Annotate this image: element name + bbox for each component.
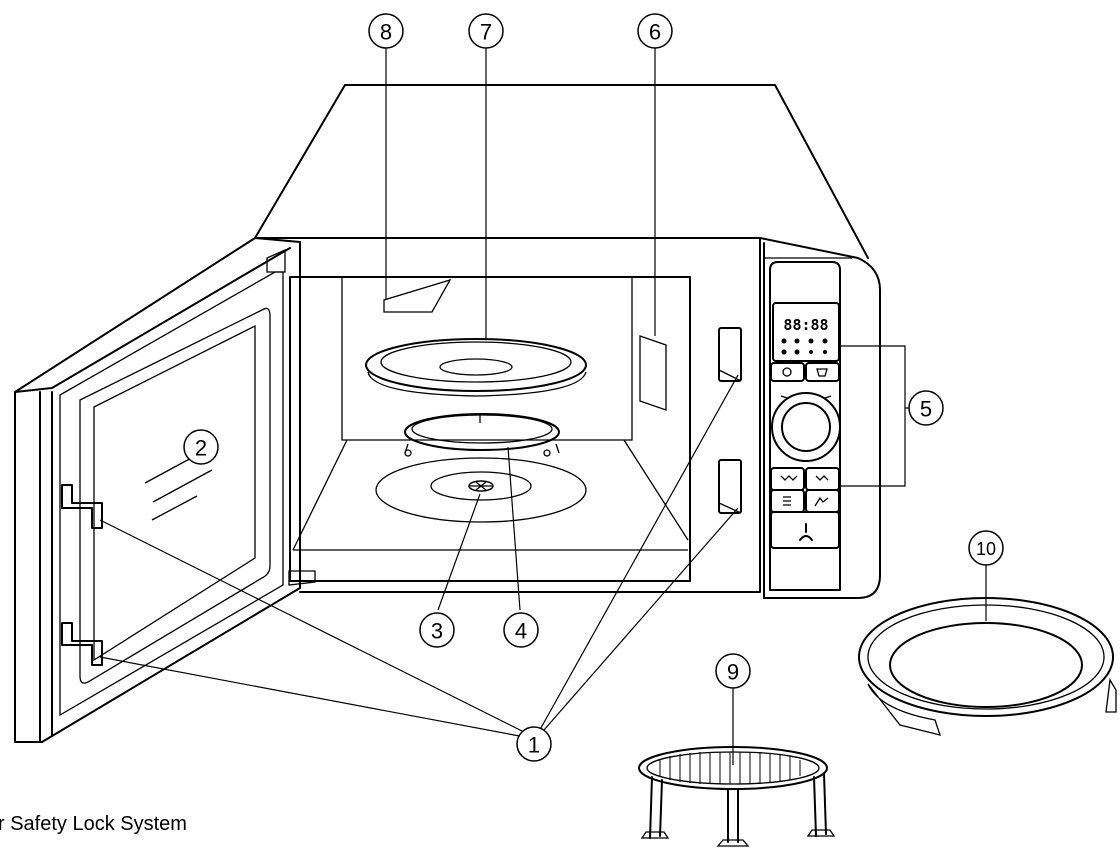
oven-cavity xyxy=(289,276,691,582)
turntable-shaft xyxy=(375,457,587,523)
svg-text:1: 1 xyxy=(528,733,540,758)
rack-grid xyxy=(659,752,801,784)
svg-text:4: 4 xyxy=(515,619,527,644)
svg-text:10: 10 xyxy=(976,539,996,559)
display-time: 88:88 xyxy=(783,316,828,334)
callout-10: 10 xyxy=(968,530,1004,566)
glass-tray xyxy=(365,338,587,397)
door-assembly xyxy=(14,237,316,743)
door-hook-lower xyxy=(61,622,103,666)
grill-button[interactable] xyxy=(770,467,805,491)
crisp-plate xyxy=(858,597,1117,736)
svg-text:3: 3 xyxy=(431,619,443,644)
jog-dial-icon xyxy=(780,395,832,399)
auto-cook-button[interactable] xyxy=(805,362,840,382)
light-cover xyxy=(639,335,667,411)
interlock-slot-upper xyxy=(718,327,742,382)
start-button[interactable] xyxy=(770,511,840,549)
svg-text:5: 5 xyxy=(920,397,932,422)
leader-lines xyxy=(99,46,987,765)
svg-text:9: 9 xyxy=(727,660,739,685)
svg-text:6: 6 xyxy=(649,20,661,45)
callout-7: 7 xyxy=(468,13,504,49)
weight-button[interactable] xyxy=(805,489,840,513)
svg-text:2: 2 xyxy=(195,436,207,461)
control-panel: 88:88 xyxy=(769,261,841,591)
callout-3: 3 xyxy=(419,612,455,648)
caption-safety-lock: r Safety Lock System xyxy=(0,813,187,835)
waveguide-cover xyxy=(383,278,452,313)
jog-dial[interactable] xyxy=(771,392,841,462)
timer-button[interactable] xyxy=(770,362,805,382)
svg-text:8: 8 xyxy=(380,20,392,45)
svg-text:7: 7 xyxy=(480,20,492,45)
display-panel xyxy=(772,302,840,362)
callout-6: 6 xyxy=(637,13,673,49)
callout-8: 8 xyxy=(368,13,404,49)
callout-5: 5 xyxy=(908,390,944,426)
callout-2: 2 xyxy=(183,429,219,465)
power-start-icon xyxy=(799,523,813,541)
combi-icon xyxy=(815,475,829,481)
combi-button[interactable] xyxy=(805,467,840,491)
mode-indicator-icons xyxy=(781,338,828,355)
callout-4: 4 xyxy=(503,612,539,648)
defrost-button[interactable] xyxy=(770,489,805,513)
grill-rack xyxy=(638,746,836,847)
pot-icon xyxy=(816,368,828,377)
interlock-slot-lower xyxy=(718,459,742,514)
clock-icon xyxy=(782,367,792,377)
door-hook-upper xyxy=(61,484,103,529)
grill-icon xyxy=(780,475,798,481)
callout-1: 1 xyxy=(516,726,552,762)
oven-cabinet xyxy=(254,84,881,599)
callout-9: 9 xyxy=(715,653,751,689)
roller-ring xyxy=(404,413,560,457)
